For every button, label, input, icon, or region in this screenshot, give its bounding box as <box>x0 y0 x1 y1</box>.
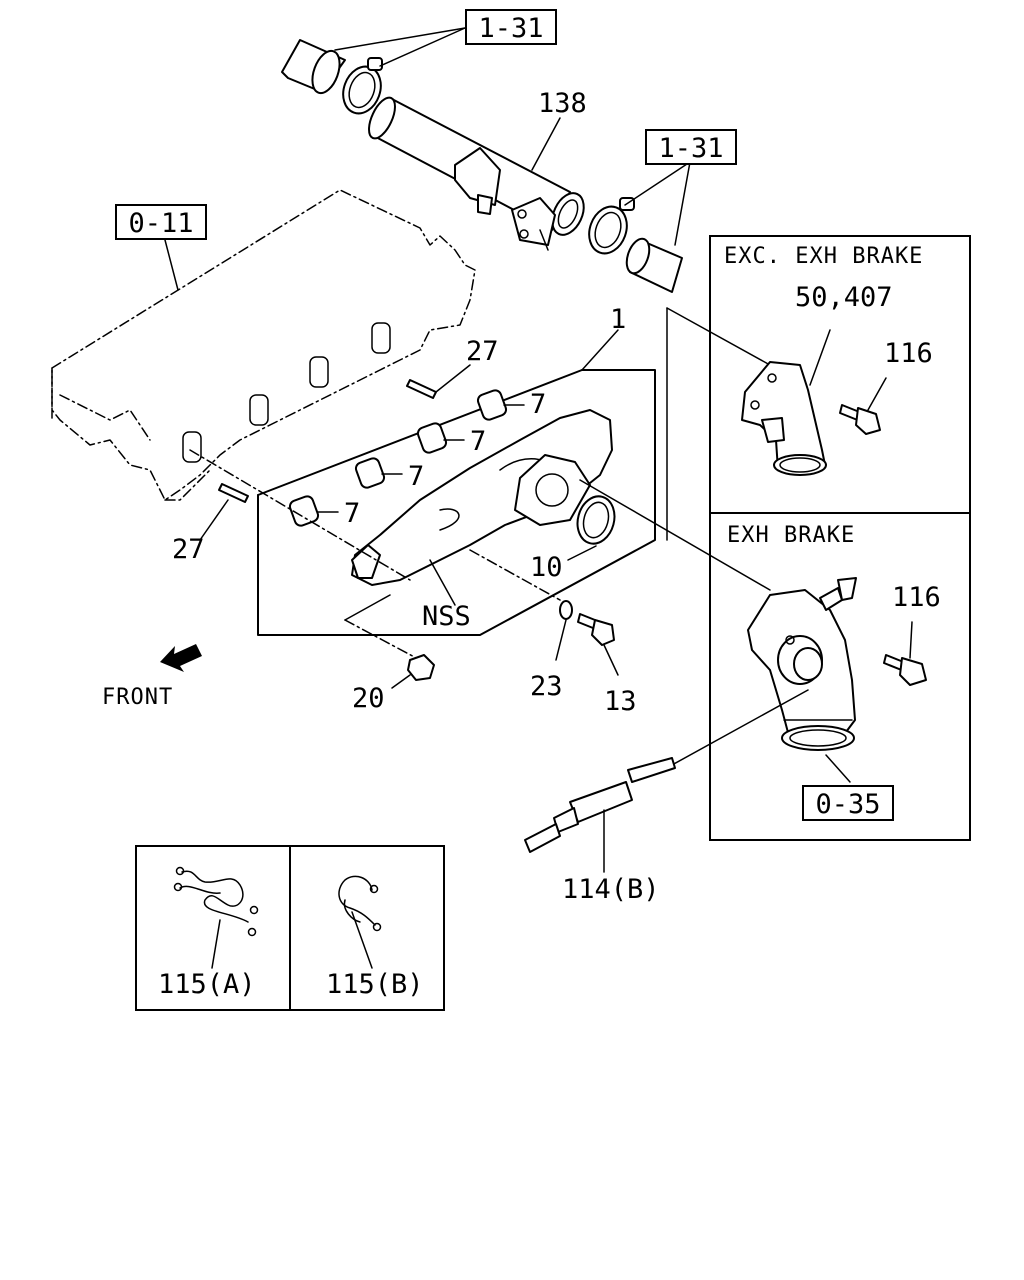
leader-panel-exh <box>579 479 771 591</box>
panel-exc-title: EXC. EXH BRAKE <box>724 244 923 269</box>
manifold-body <box>351 409 613 586</box>
stud-27-left <box>199 483 249 541</box>
callout-116-exc: 116 <box>884 338 933 369</box>
leader-lines-top <box>334 27 691 246</box>
callout-23: 23 <box>530 671 563 702</box>
exhaust-elbow-50-407 <box>741 329 831 476</box>
callout-27-top: 27 <box>466 336 499 367</box>
callout-nss: NSS <box>422 601 471 632</box>
ref-box-bottom: 0-35 <box>802 785 894 821</box>
leader-panel-exc <box>666 307 771 366</box>
callout-50-407: 50,407 <box>795 282 893 313</box>
bolt-116-exh <box>883 621 927 686</box>
leader-head <box>164 239 179 291</box>
front-arrow <box>160 644 202 672</box>
callout-27-left: 27 <box>172 534 205 565</box>
ref-box-head: 0-11 <box>115 204 207 240</box>
centre-line-1 <box>189 449 411 581</box>
callout-115a: 115(A) <box>158 969 256 1000</box>
ref-label-mid: 1-31 <box>658 133 723 164</box>
harness-115a <box>173 866 259 969</box>
callout-7-a: 7 <box>344 498 360 529</box>
callout-13: 13 <box>604 686 637 717</box>
callout-115b: 115(B) <box>326 969 424 1000</box>
ref-label-top: 1-31 <box>478 13 543 44</box>
callout-138: 138 <box>538 88 587 119</box>
callout-10: 10 <box>530 552 563 583</box>
callout-20: 20 <box>352 683 385 714</box>
callout-1: 1 <box>610 304 626 335</box>
nss-bracket <box>344 594 391 621</box>
stud-27-top <box>406 364 471 399</box>
centre-line-2 <box>469 549 561 601</box>
front-label: FRONT <box>102 685 173 710</box>
harness-115b <box>338 875 382 969</box>
ref-box-top: 1-31 <box>465 9 557 45</box>
callout-7-c: 7 <box>470 426 486 457</box>
exhaust-brake-elbow <box>747 577 857 783</box>
panel-exh-title: EXH BRAKE <box>727 523 855 548</box>
leader-nss <box>429 559 456 606</box>
cable-114b <box>524 689 809 873</box>
washer-23 <box>555 600 573 661</box>
callout-7-b: 7 <box>408 461 424 492</box>
callout-116-exh: 116 <box>892 582 941 613</box>
callout-114b: 114(B) <box>562 874 660 905</box>
leader-1 <box>581 329 619 371</box>
gasket-10 <box>567 495 616 561</box>
bolt-13 <box>577 613 619 676</box>
nut-20 <box>391 654 435 689</box>
ref-box-mid: 1-31 <box>645 129 737 165</box>
bolt-116-exc <box>839 377 887 435</box>
callout-7-d: 7 <box>530 389 546 420</box>
ref-label-bottom: 0-35 <box>815 789 880 820</box>
cylinder-head-outline <box>51 189 476 501</box>
centre-line-3 <box>344 619 421 661</box>
manifold-gaskets <box>288 389 525 527</box>
ref-label-head: 0-11 <box>128 208 193 239</box>
harness-box <box>135 845 445 1011</box>
exhaust-pipe-138 <box>281 39 683 293</box>
